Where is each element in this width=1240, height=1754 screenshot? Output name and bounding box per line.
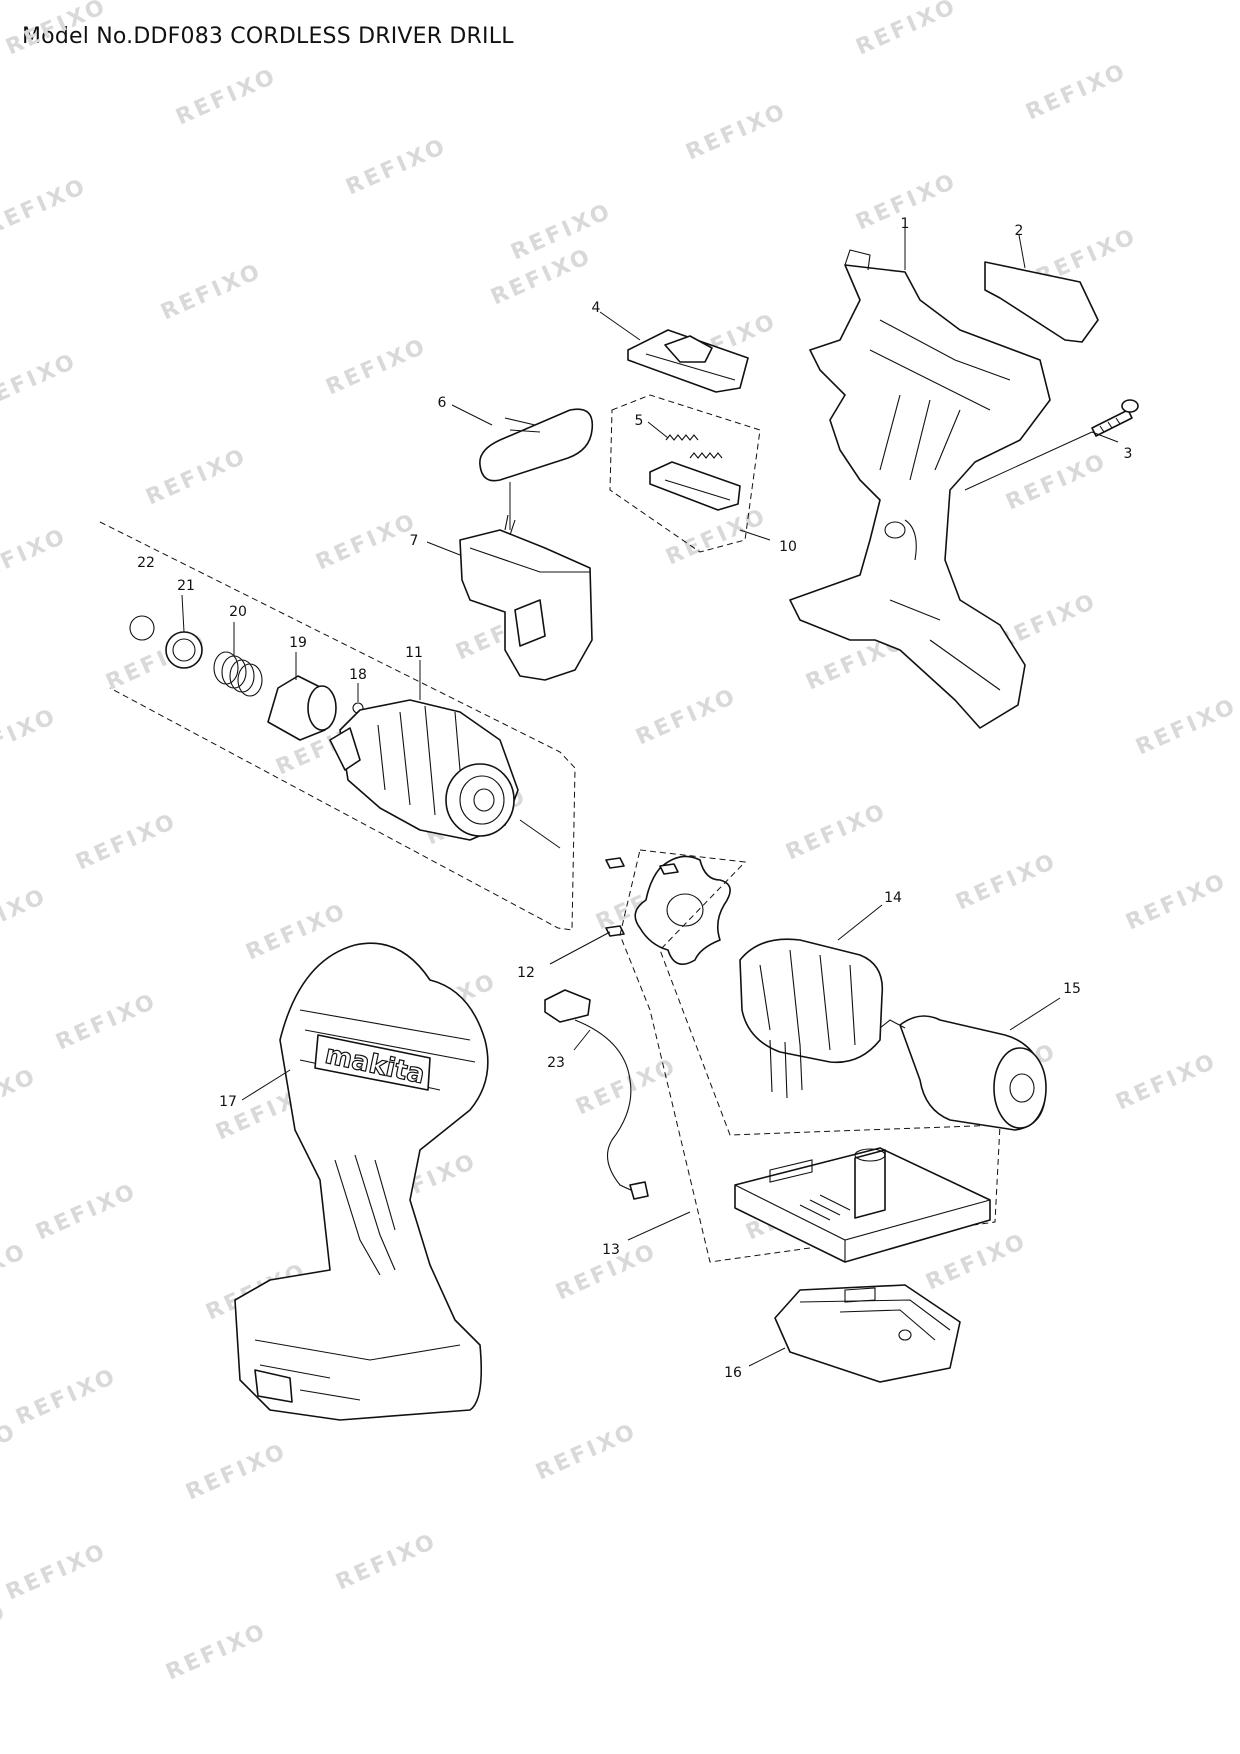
watermark-text: REFIXO <box>1112 1049 1221 1116</box>
part-6-trigger <box>479 408 594 482</box>
part-number-21: 21 <box>177 578 195 594</box>
part-19-sleeve <box>267 675 337 741</box>
part-15-rotor <box>879 1015 1047 1131</box>
watermark-text: REFIXO <box>0 524 71 591</box>
watermark-text: REFIXO <box>0 1419 21 1486</box>
watermark-text: REFIXO <box>157 259 266 326</box>
part-7-switch <box>459 514 593 681</box>
watermark-text: REFIXO <box>1002 449 1111 516</box>
watermark-text: REFIXO <box>0 1599 11 1666</box>
watermark-layer: REFIXOREFIXOREFIXOREFIXOREFIXOREFIXOREFI… <box>0 0 1240 1685</box>
watermark-text: REFIXO <box>532 1419 641 1486</box>
watermark-text: REFIXO <box>2 1539 111 1606</box>
watermark-text: REFIXO <box>322 334 431 401</box>
watermark-text: REFIXO <box>572 1054 681 1121</box>
part-20-spring <box>213 651 263 697</box>
watermark-text: REFIXO <box>0 174 91 241</box>
part-13-controller <box>734 1147 991 1263</box>
part-3-screw <box>1091 399 1139 437</box>
part-number-7: 7 <box>410 533 419 549</box>
watermark-text: REFIXO <box>52 989 161 1056</box>
watermark-text: REFIXO <box>852 0 961 60</box>
part-number-22: 22 <box>137 555 155 571</box>
part-2-label <box>984 261 1099 343</box>
watermark-text: REFIXO <box>0 704 61 771</box>
part-number-4: 4 <box>592 300 601 316</box>
part-22-retaining-ring <box>129 615 155 641</box>
part-number-15: 15 <box>1063 981 1081 997</box>
part-17-housing: makita <box>234 942 489 1421</box>
watermark-text: REFIXO <box>162 1619 271 1686</box>
watermark-text: REFIXO <box>1122 869 1231 936</box>
part-1-housing <box>789 249 1051 729</box>
watermark-text: REFIXO <box>0 884 51 951</box>
part-number-16: 16 <box>724 1365 742 1381</box>
part-11-gear-assembly <box>329 699 519 841</box>
watermark-text: REFIXO <box>72 809 181 876</box>
watermark-text: REFIXO <box>182 1439 291 1506</box>
watermark-text: REFIXO <box>632 684 741 751</box>
watermark-text: REFIXO <box>32 1179 141 1246</box>
leader-lines <box>181 222 1119 1367</box>
part-number-13: 13 <box>602 1242 620 1258</box>
watermark-text: REFIXO <box>12 1364 121 1431</box>
part-21-washer <box>165 631 203 669</box>
watermark-text: REFIXO <box>952 849 1061 916</box>
part-10-group <box>609 394 761 553</box>
watermark-text: REFIXO <box>332 1529 441 1596</box>
watermark-text: REFIXO <box>2 0 111 60</box>
part-number-2: 2 <box>1015 223 1024 239</box>
watermark-text: REFIXO <box>682 99 791 166</box>
watermark-text: REFIXO <box>172 64 281 131</box>
watermark-text: REFIXO <box>662 504 771 571</box>
part-number-3: 3 <box>1124 446 1133 462</box>
part-14-stator <box>739 938 884 1099</box>
part-number-17: 17 <box>219 1094 237 1110</box>
watermark-text: REFIXO <box>922 1229 1031 1296</box>
watermark-text: REFIXO <box>0 349 81 416</box>
part-number-6: 6 <box>438 395 447 411</box>
watermark-text: REFIXO <box>312 509 421 576</box>
part-number-5: 5 <box>635 413 644 429</box>
part-number-14: 14 <box>884 890 902 906</box>
watermark-text: REFIXO <box>342 134 451 201</box>
watermark-text: REFIXO <box>142 444 251 511</box>
part-12-plate <box>605 855 731 966</box>
watermark-text: REFIXO <box>0 1064 41 1131</box>
part-number-18: 18 <box>349 667 367 683</box>
watermark-text: REFIXO <box>0 1239 31 1306</box>
part-number-10: 10 <box>779 539 797 555</box>
part-number-labels: 1 2 3 4 5 6 7 10 11 12 13 14 15 16 17 18… <box>137 216 1132 1381</box>
page-title: Model No.DDF083 CORDLESS DRIVER DRILL <box>22 24 514 49</box>
part-number-19: 19 <box>289 635 307 651</box>
watermark-text: REFIXO <box>1132 694 1240 761</box>
part-5-springs <box>665 434 723 459</box>
part-number-1: 1 <box>901 216 910 232</box>
part-number-23: 23 <box>547 1055 565 1071</box>
part-16-terminal <box>774 1284 961 1383</box>
group-outline-rear <box>619 849 1001 1263</box>
watermark-text: REFIXO <box>1022 59 1131 126</box>
part-23-wire <box>544 989 649 1200</box>
watermark-text: REFIXO <box>782 799 891 866</box>
part-number-11: 11 <box>405 645 423 661</box>
part-number-20: 20 <box>229 604 247 620</box>
part-number-12: 12 <box>517 965 535 981</box>
part-4-switch-lever <box>627 329 749 393</box>
